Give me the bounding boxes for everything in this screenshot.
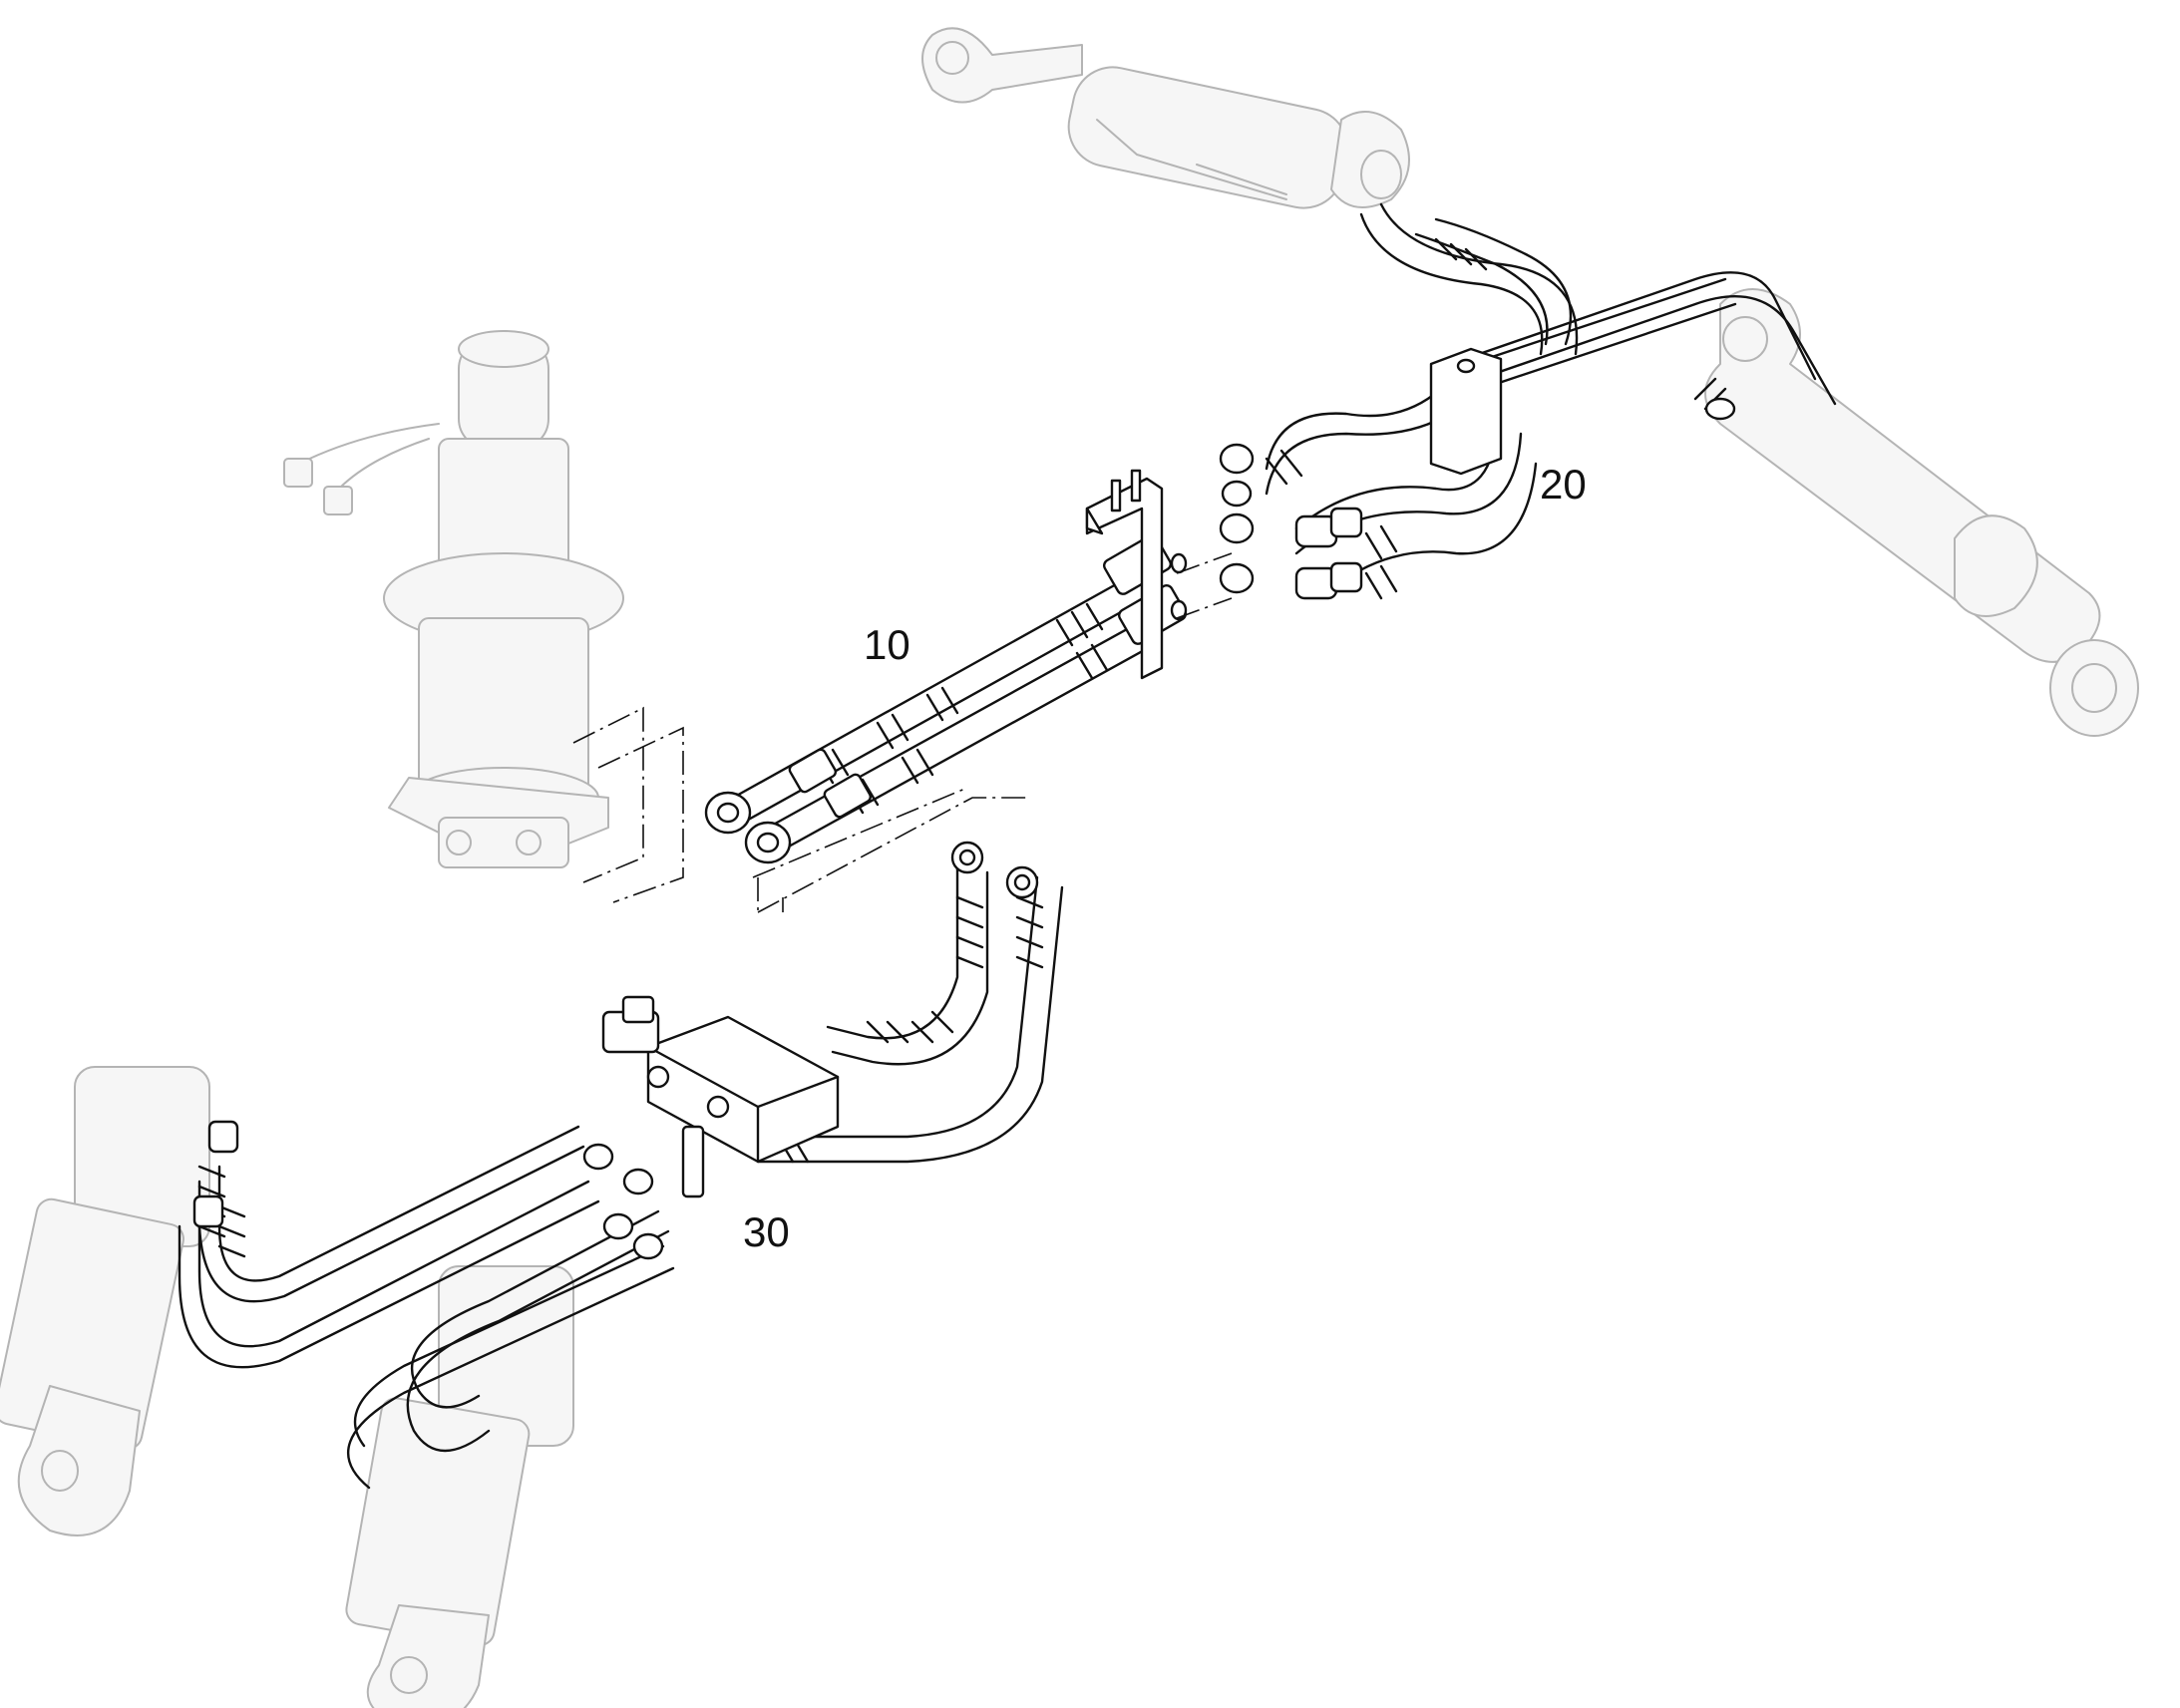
pump-motor-icon	[283, 330, 624, 868]
lift-cylinder-center-icon	[345, 1265, 574, 1708]
tilt-cylinder-top-icon	[921, 27, 1410, 209]
item-label-10: 10	[864, 621, 910, 668]
hose-assembly-20[interactable]	[1219, 202, 1837, 600]
item-label-20: 20	[1540, 461, 1587, 508]
connection-lines	[572, 552, 1233, 913]
hose-assembly-10[interactable]	[704, 533, 1188, 864]
bracket-icon[interactable]	[1085, 469, 1188, 680]
lift-cylinder-left-icon	[0, 1066, 210, 1537]
tilt-cylinder-right-icon	[1704, 288, 2139, 737]
hose-assembly-30[interactable]	[178, 841, 1064, 1490]
valve-block-icon[interactable]	[601, 995, 840, 1164]
item-label-30: 30	[743, 1208, 790, 1255]
